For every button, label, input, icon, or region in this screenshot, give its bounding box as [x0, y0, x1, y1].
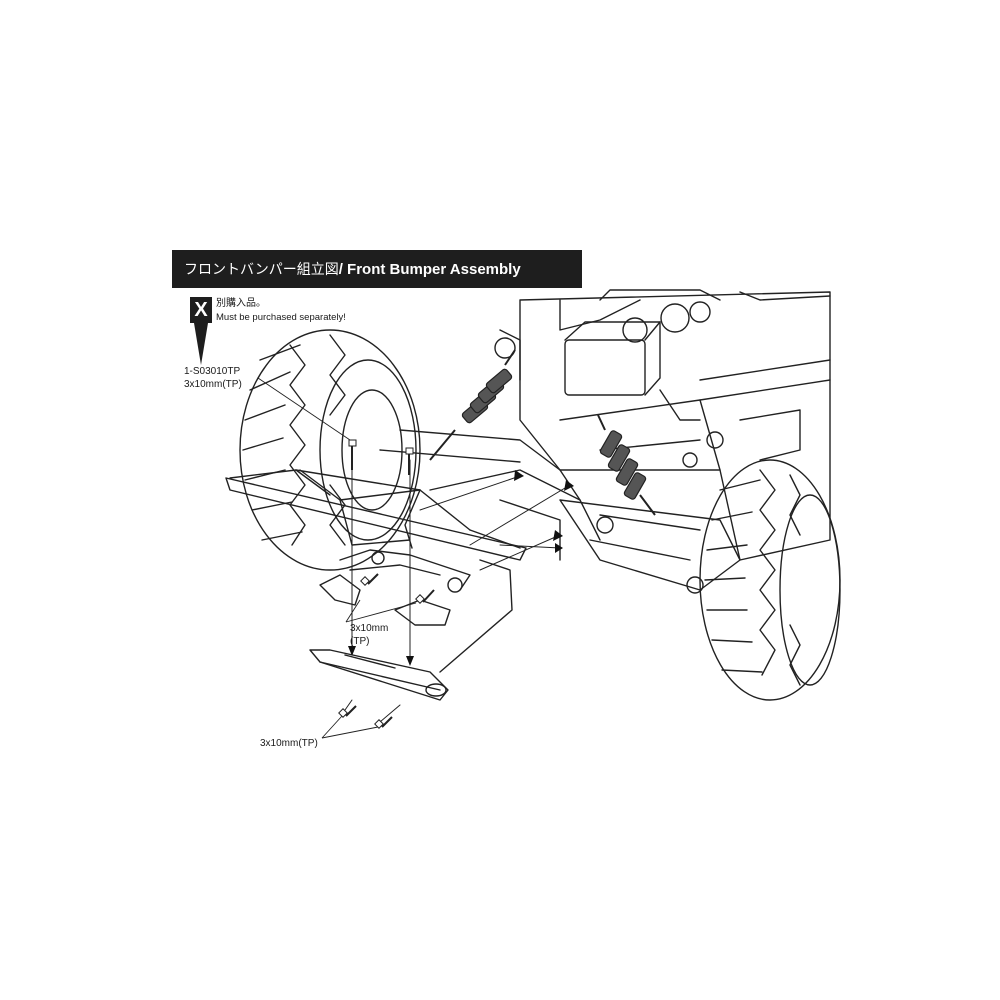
left-tire: [239, 329, 421, 571]
screw-bottom-right: [374, 716, 393, 729]
notice-pointer: [194, 323, 208, 365]
screw-mount-right: [415, 589, 435, 604]
notice-text-english: Must be purchased separately!: [216, 312, 346, 323]
suspension-arms: [379, 429, 741, 594]
part-screw-label: 3x10mm(TP): [184, 379, 242, 390]
notice-text-japanese: 別購入品。: [216, 298, 266, 309]
right-tire: [699, 459, 841, 701]
arrow-heads: [348, 470, 574, 666]
purchase-separately-icon: X: [190, 297, 212, 323]
leader-lines: [257, 377, 417, 739]
skid-plate: [309, 559, 513, 701]
chassis-frame: [494, 289, 831, 561]
screw-bottom-left: [338, 705, 357, 718]
part-number-label: 1-S03010TP: [184, 366, 241, 377]
screw-top-left: [348, 439, 357, 470]
bottom-screw-label: 3x10mm(TP): [260, 738, 318, 749]
screw-mount-left: [360, 573, 379, 586]
left-shock: [429, 349, 516, 461]
screws: [338, 439, 435, 729]
bumper-mounts: [319, 549, 471, 626]
screw-top-right: [405, 447, 414, 475]
right-shock: [597, 414, 656, 516]
title-japanese: フロントバンパー組立図: [184, 262, 339, 278]
section-title-bar: フロントバンパー組立図 / Front Bumper Assembly: [172, 250, 582, 288]
front-bumper: [225, 469, 527, 561]
middle-screw-type-label: (TP): [350, 636, 370, 647]
middle-screw-size-label: 3x10mm: [350, 623, 389, 634]
assembly-guides: [344, 454, 571, 723]
title-english: / Front Bumper Assembly: [338, 260, 521, 278]
